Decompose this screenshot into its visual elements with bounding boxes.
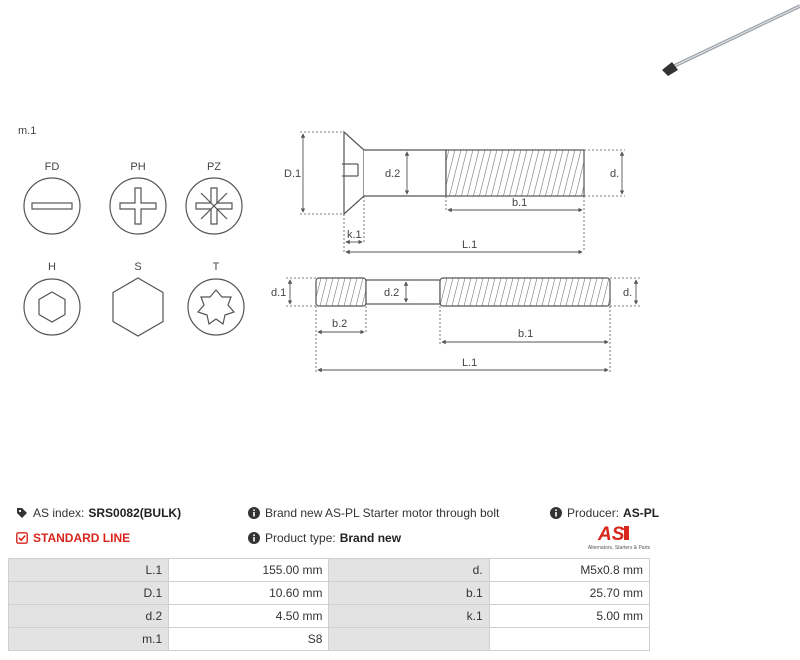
- spec-label: d.: [328, 558, 490, 582]
- dim-label-d1-bottom: d.1: [271, 287, 286, 299]
- spec-label: k.1: [328, 604, 490, 628]
- logo-tagline: Alternators, Starters & Parts: [588, 545, 651, 551]
- table-row: d.2 4.50 mm k.1 5.00 mm: [7, 604, 651, 628]
- hex-socket-head-icon: [23, 278, 81, 336]
- dim-label-D1: D.1: [284, 168, 301, 180]
- long-thread-section: [439, 277, 611, 307]
- standard-line-row: STANDARD LINE: [16, 531, 130, 545]
- tags-icon: [17, 508, 27, 518]
- hex-head-icon: [112, 277, 164, 337]
- head-label-h: H: [48, 261, 56, 273]
- dimension-labels-top: D.1 d.2 d. b.1 k.1 L.1: [284, 168, 619, 251]
- spec-label: L.1: [7, 558, 170, 582]
- spec-label: [328, 627, 490, 651]
- table-row: m.1 S8: [7, 627, 651, 651]
- spec-value: 155.00 mm: [168, 558, 330, 582]
- smooth-shank: [364, 149, 447, 197]
- bolt-side-view: [342, 130, 585, 216]
- dim-label-L1-top: L.1: [462, 239, 477, 251]
- head-type-labels: FD PH PZ H S T: [45, 161, 222, 273]
- dim-label-L1-bottom: L.1: [462, 357, 477, 369]
- head-label-fd: FD: [45, 161, 60, 173]
- spec-value: S8: [168, 627, 330, 651]
- spec-label: m.1: [7, 627, 170, 651]
- dim-label-d2-top: d.2: [385, 168, 400, 180]
- phillips-cross-icon: [119, 187, 157, 225]
- as-index-label: AS index:: [33, 506, 85, 520]
- stud-shank: [365, 279, 441, 305]
- slot-icon: [31, 202, 73, 210]
- logo-mark: AS: [597, 524, 625, 545]
- spec-value: [488, 627, 651, 651]
- table-row: L.1 155.00 mm d. M5x0.8 mm: [7, 558, 651, 582]
- dim-label-b1-top: b.1: [512, 197, 527, 209]
- countersunk-head: [343, 130, 365, 216]
- as-pl-logo: AS Alternators, Starters & Parts: [588, 524, 651, 551]
- dim-label-d-top: d.: [610, 168, 619, 180]
- spec-value: M5x0.8 mm: [488, 558, 651, 582]
- spec-label: b.1: [328, 581, 490, 605]
- dim-label-d-bottom: d.: [623, 287, 632, 299]
- spec-value: 25.70 mm: [488, 581, 651, 605]
- producer-value: AS-PL: [623, 506, 660, 520]
- spec-label: D.1: [7, 581, 170, 605]
- product-type-label: Product type:: [265, 531, 336, 545]
- head-label-pz: PZ: [207, 161, 221, 173]
- info-icon: [248, 532, 260, 544]
- head-label-t: T: [213, 261, 220, 273]
- technical-drawing: m.1 FD PH PZ H S T: [18, 4, 800, 373]
- head-type-icons: [23, 177, 245, 337]
- info-icon: [248, 507, 260, 519]
- head-label-ph: PH: [130, 161, 145, 173]
- product-description: Brand new AS-PL Starter motor through bo…: [265, 506, 500, 520]
- torx-head-icon: [187, 278, 245, 336]
- product-type-value: Brand new: [339, 531, 402, 545]
- slotted-head-icon: [23, 177, 81, 235]
- description-row: Brand new AS-PL Starter motor through bo…: [248, 506, 499, 520]
- dimension-lines-bottom: [286, 277, 640, 372]
- producer-row: Producer: AS-PL: [550, 506, 659, 520]
- check-square-icon: [16, 532, 28, 544]
- table-row: D.1 10.60 mm b.1 25.70 mm: [7, 581, 651, 605]
- dim-label-k1: k.1: [347, 229, 362, 241]
- dim-label-d2-bottom: d.2: [384, 287, 399, 299]
- torx-star-icon: [196, 289, 236, 326]
- dimension-labels-bottom: d.1 d.2 d. b.2 b.1 L.1: [271, 287, 632, 369]
- dim-label-b1-bottom: b.1: [518, 328, 533, 340]
- spec-value: 10.60 mm: [168, 581, 330, 605]
- info-icon: [550, 507, 562, 519]
- spec-value: 5.00 mm: [488, 604, 651, 628]
- standard-line-badge: STANDARD LINE: [33, 531, 131, 545]
- spec-value: 4.50 mm: [168, 604, 330, 628]
- as-index-row: AS index: SRS0082(BULK): [16, 506, 181, 520]
- hex-socket-icon: [38, 291, 66, 323]
- as-index-value: SRS0082(BULK): [88, 506, 182, 520]
- short-thread-section: [315, 277, 367, 307]
- stud-side-view: [315, 277, 611, 307]
- dim-label-b2: b.2: [332, 318, 347, 330]
- pozidriv-head-icon: [185, 177, 243, 235]
- material-label: m.1: [18, 125, 36, 137]
- product-thumbnail: [662, 4, 800, 76]
- dimension-lines-top: [300, 131, 625, 252]
- head-label-s: S: [134, 261, 141, 273]
- spec-label: d.2: [7, 604, 170, 628]
- threaded-section: [445, 149, 585, 197]
- product-type-row: Product type: Brand new: [248, 531, 401, 545]
- specs-table: L.1 155.00 mm d. M5x0.8 mm D.1 10.60 mm …: [7, 558, 651, 651]
- producer-label: Producer:: [567, 506, 620, 520]
- phillips-head-icon: [109, 177, 167, 235]
